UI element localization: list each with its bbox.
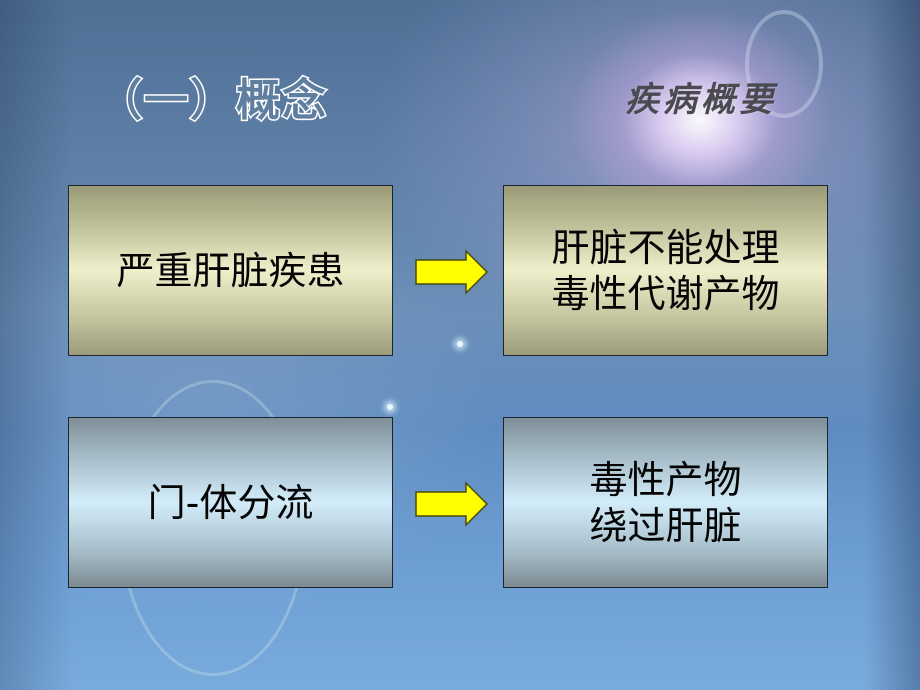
- slide-title: （一）概念: [97, 74, 328, 128]
- effect-box-liver-cannot-process: 肝脏不能处理 毒性代谢产物: [503, 185, 828, 356]
- cause-box-portosystemic-shunt: 门-体分流: [68, 417, 393, 588]
- right-arrow-icon: [415, 481, 489, 527]
- cause-text: 门-体分流: [147, 480, 314, 525]
- cause-box-liver-disease: 严重肝脏疾患: [68, 185, 393, 356]
- sparkle-1: [457, 341, 463, 347]
- right-arrow-icon: [415, 249, 489, 295]
- section-label: 疾病概要: [625, 80, 777, 120]
- effect-box-toxins-bypass-liver: 毒性产物 绕过肝脏: [503, 417, 828, 588]
- sparkle-2: [387, 404, 393, 410]
- cause-text: 严重肝脏疾患: [116, 248, 345, 293]
- effect-text: 毒性产物 绕过肝脏: [589, 457, 742, 548]
- effect-text: 肝脏不能处理 毒性代谢产物: [551, 225, 780, 316]
